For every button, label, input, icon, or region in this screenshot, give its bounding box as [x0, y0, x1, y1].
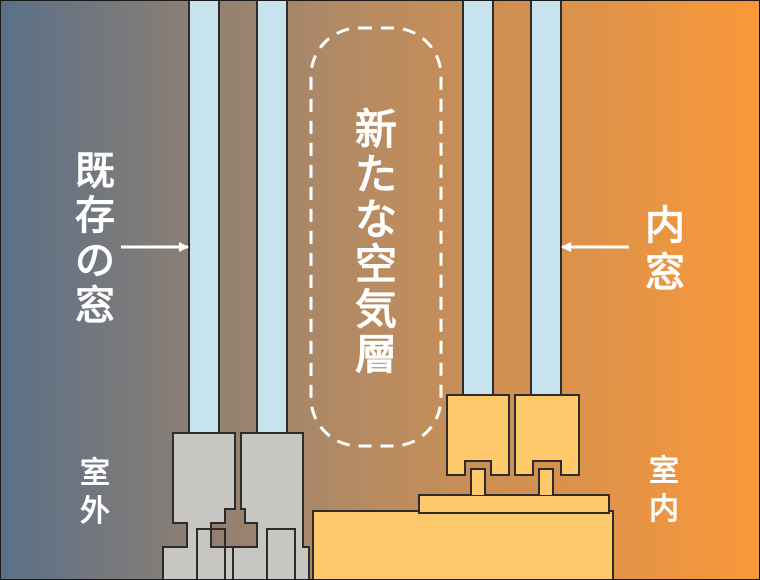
outdoor-label: 室外: [69, 459, 121, 535]
inner-sill-lower: [312, 510, 614, 579]
inner-rail-left: [470, 468, 486, 495]
inner-window-label: 内窓: [633, 206, 697, 300]
label-character: 空: [354, 240, 397, 289]
existing-window-label: 既存の窓: [63, 151, 127, 331]
inner-rail-right: [538, 468, 554, 495]
existing-frame-right: [232, 432, 310, 579]
inner-glass-pane-2: [530, 1, 562, 398]
label-character: 外: [80, 494, 110, 529]
new-air-layer-label: 新たな空気層: [346, 109, 406, 379]
label-character: な: [354, 195, 397, 244]
label-character: 新: [354, 105, 397, 154]
inner-sill-upper: [418, 494, 610, 514]
label-character: 存: [75, 193, 115, 239]
existing-frame-groove-left: [196, 528, 226, 579]
label-character: 内: [649, 492, 679, 527]
label-character: 既: [75, 148, 115, 194]
existing-glass-pane-2: [256, 1, 288, 436]
label-character: 室: [80, 456, 110, 491]
air-layer-outline: [309, 26, 443, 448]
label-character: た: [354, 150, 397, 199]
existing-glass-pane-1: [188, 1, 220, 436]
label-character: 層: [354, 330, 397, 379]
label-character: 気: [354, 285, 397, 334]
label-character: の: [75, 238, 115, 284]
inner-frame-left: [446, 394, 510, 476]
inner-glass-pane-1: [462, 1, 494, 398]
existing-frame-groove-right: [266, 528, 296, 579]
label-character: 室: [649, 454, 679, 489]
inner-frame-right: [514, 394, 580, 476]
label-character: 窓: [645, 250, 685, 296]
indoor-label: 室内: [638, 457, 690, 533]
label-character: 窓: [75, 283, 115, 329]
label-character: 内: [645, 203, 685, 249]
